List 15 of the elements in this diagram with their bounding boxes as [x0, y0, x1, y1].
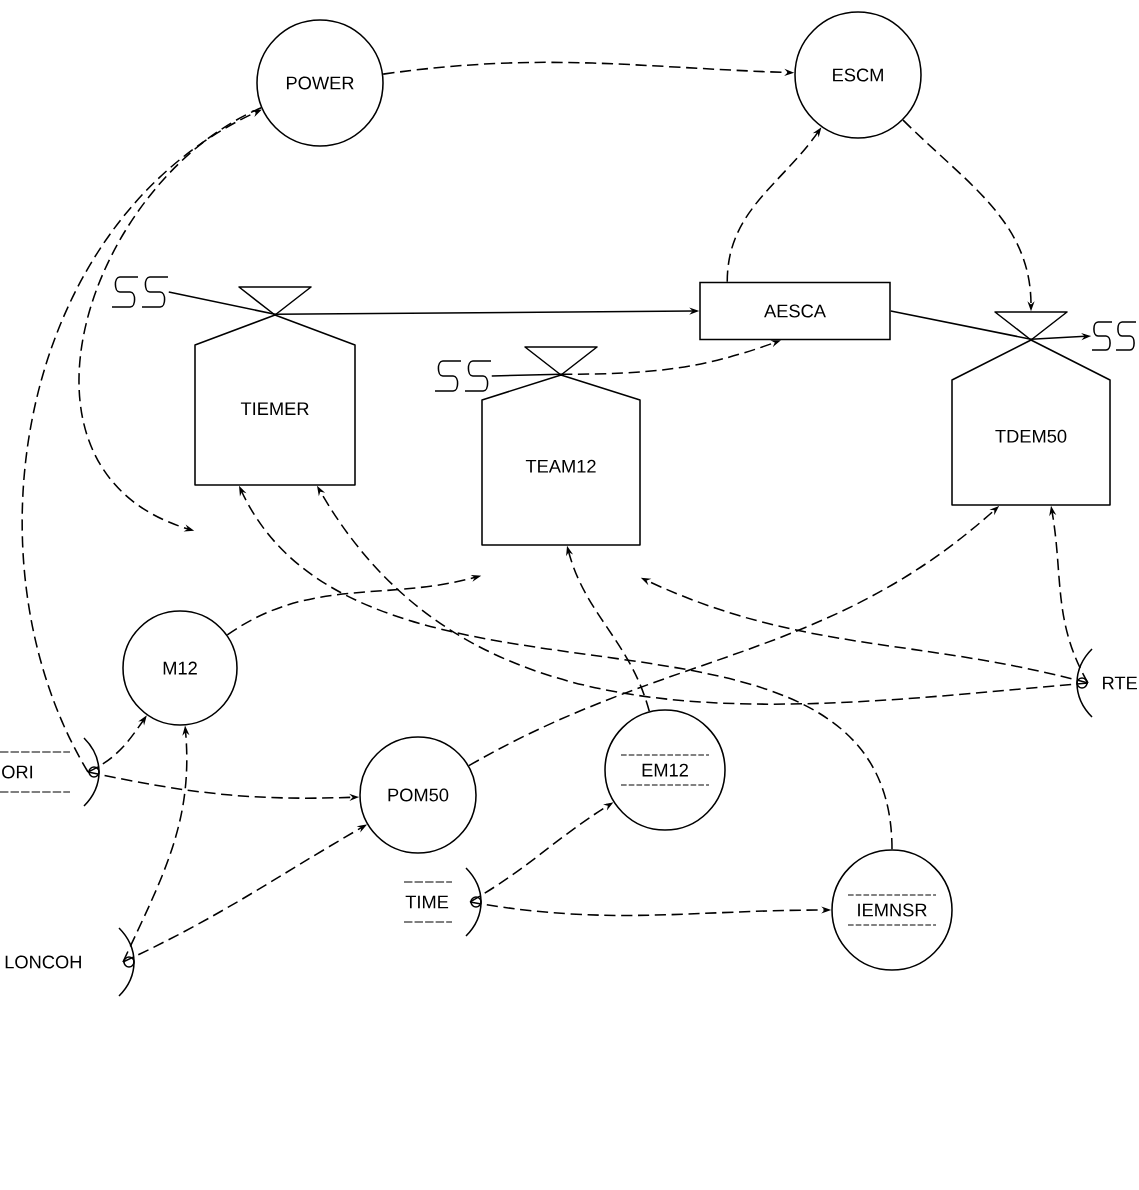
cloud-symbol — [1091, 321, 1137, 351]
parameter-label: LONCOH — [5, 927, 135, 997]
connector-line — [491, 373, 562, 377]
rate-box: AESCA — [699, 281, 891, 341]
parameter-label: RTE — [1076, 648, 1137, 718]
cloud-symbol — [111, 276, 169, 308]
parameter-label: ORI — [0, 737, 100, 807]
level-tank: TIEMER — [194, 286, 356, 486]
level-tank: TEAM12 — [481, 346, 641, 546]
cloud-symbol — [434, 360, 492, 392]
parameter-label: TIME — [403, 867, 482, 937]
level-tank: TDEM50 — [951, 311, 1111, 506]
connector-line — [168, 291, 276, 315]
connector-line — [890, 310, 1032, 341]
arrow — [78, 107, 262, 532]
